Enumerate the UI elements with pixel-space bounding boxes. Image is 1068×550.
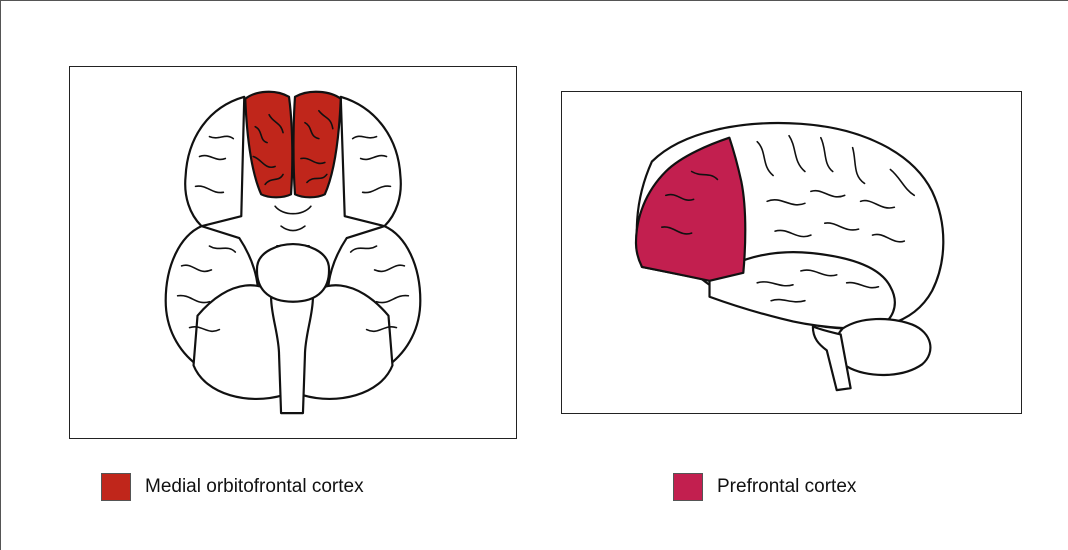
lateral-brain-illustration: [562, 92, 1021, 413]
lateral-brain-panel: [561, 91, 1022, 414]
legend-label-orbitofrontal: Medial orbitofrontal cortex: [145, 476, 364, 498]
inferior-brain-illustration: [70, 67, 516, 438]
legend-item-orbitofrontal: Medial orbitofrontal cortex: [101, 473, 364, 501]
legend-item-prefrontal: Prefrontal cortex: [673, 473, 856, 501]
legend-swatch-orbitofrontal: [101, 473, 131, 501]
inferior-brain-panel: [69, 66, 517, 439]
orbitofrontal-region-right: [293, 92, 340, 198]
legend-swatch-prefrontal: [673, 473, 703, 501]
prefrontal-region: [636, 138, 745, 281]
legend-label-prefrontal: Prefrontal cortex: [717, 476, 856, 498]
